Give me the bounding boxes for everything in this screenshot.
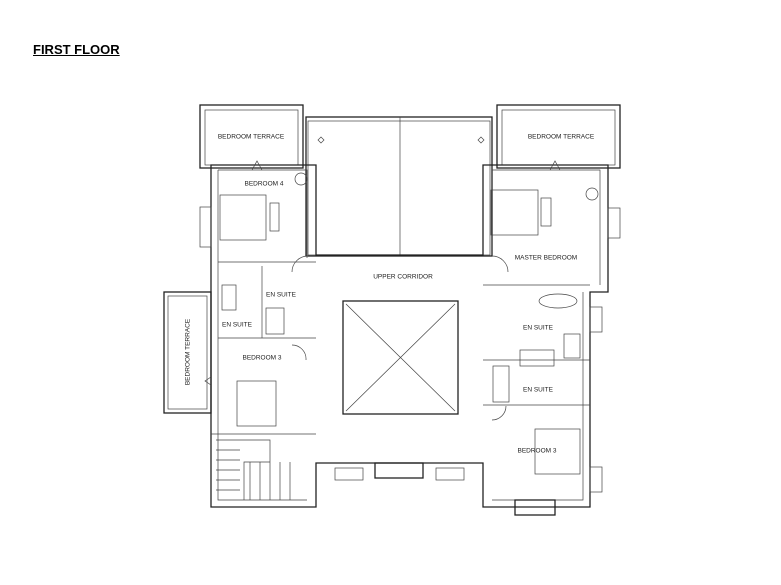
building-outline <box>199 160 621 516</box>
label-en-suite-1: EN SUITE <box>266 292 297 299</box>
label-bedroom-terrace-right: BEDROOM TERRACE <box>528 134 595 141</box>
label-en-suite-4: EN SUITE <box>523 387 554 394</box>
label-bedroom-4: BEDROOM 4 <box>244 181 283 188</box>
label-en-suite-3: EN SUITE <box>523 325 554 332</box>
upper-void <box>305 116 493 257</box>
label-en-suite-2: EN SUITE <box>222 322 253 329</box>
plan-title: FIRST FLOOR <box>33 42 120 57</box>
label-bedroom-3-right: BEDROOM 3 <box>517 448 556 455</box>
label-master-bedroom: MASTER BEDROOM <box>515 255 577 262</box>
label-bedroom-terrace-side: BEDROOM TERRACE <box>185 318 192 385</box>
label-bedroom-3-left: BEDROOM 3 <box>242 355 281 362</box>
label-bedroom-terrace-left: BEDROOM TERRACE <box>218 134 285 141</box>
label-upper-corridor: UPPER CORRIDOR <box>373 274 433 281</box>
